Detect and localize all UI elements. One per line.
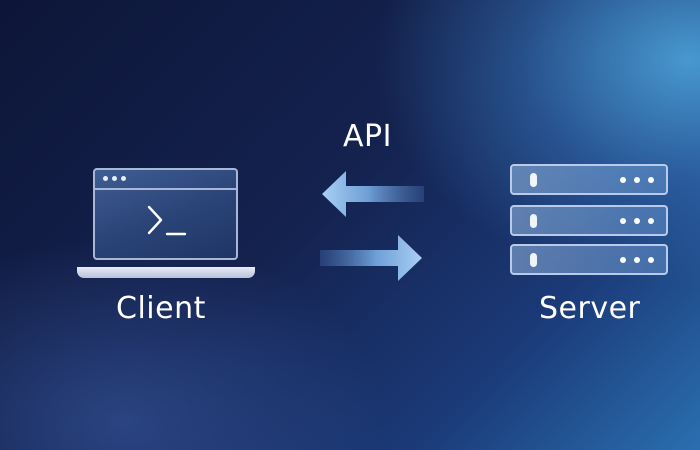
terminal-prompt-icon (147, 205, 187, 236)
arrow-right-icon (320, 235, 422, 281)
status-light-icon (648, 257, 654, 263)
drive-slot-icon (530, 173, 537, 187)
window-titlebar (95, 170, 236, 190)
server-label: Server (539, 291, 641, 326)
status-light-icon (620, 257, 626, 263)
client-label: Client (116, 291, 206, 326)
server-unit (510, 164, 668, 195)
api-label: API (343, 119, 392, 154)
window-dot-icon (112, 176, 117, 181)
window-dot-icon (121, 176, 126, 181)
laptop-screen (93, 168, 238, 260)
status-light-icon (620, 218, 626, 224)
status-light-icon (634, 257, 640, 263)
status-light-icon (634, 177, 640, 183)
status-light-icon (634, 218, 640, 224)
server-unit (510, 205, 668, 236)
status-light-icon (620, 177, 626, 183)
laptop-base (77, 267, 255, 278)
drive-slot-icon (530, 214, 537, 228)
status-light-icon (648, 177, 654, 183)
arrow-left-icon (322, 171, 424, 217)
server-unit (510, 244, 668, 275)
drive-slot-icon (530, 253, 537, 267)
window-dot-icon (103, 176, 108, 181)
status-light-icon (648, 218, 654, 224)
